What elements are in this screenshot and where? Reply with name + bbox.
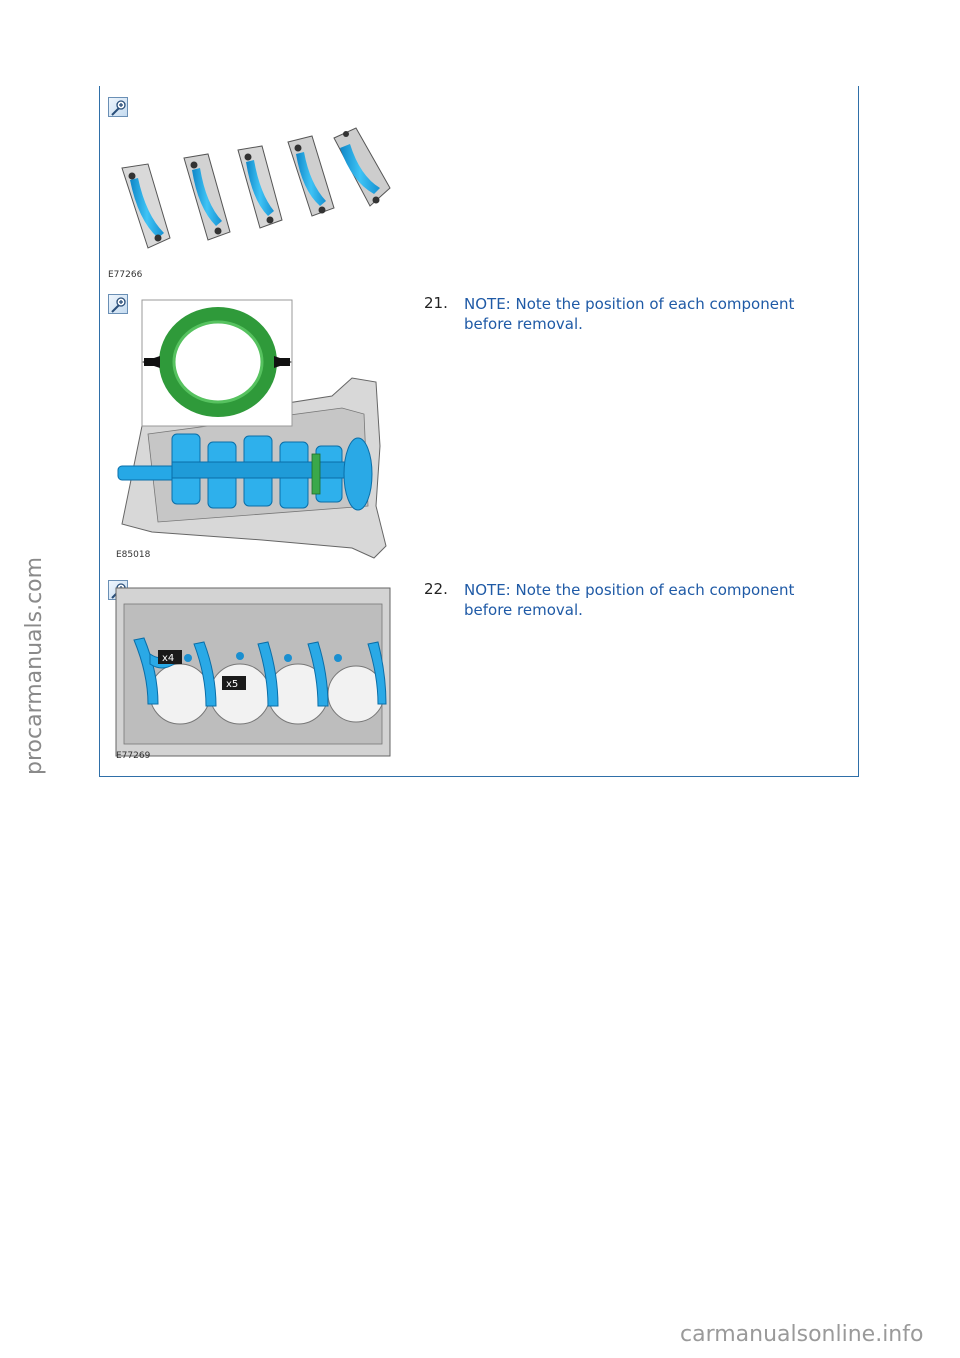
step-number-22: 22.	[424, 580, 448, 598]
bearing-cap-1	[121, 163, 171, 249]
figure-id-1: E77266	[108, 270, 143, 280]
callout-x4: x4	[162, 653, 174, 664]
zoom-in-icon[interactable]	[108, 97, 128, 117]
figure-id-3: E77269	[116, 751, 151, 761]
crankshaft-illustration	[117, 299, 387, 559]
bearing-cap-5	[333, 127, 391, 207]
block-bearings-illustration: x4 x5	[115, 587, 391, 757]
figure-id-2: E85018	[116, 550, 151, 560]
bearing-cap-2	[183, 153, 231, 241]
bearing-cap-4	[287, 135, 335, 217]
zoom-in-icon[interactable]	[108, 294, 128, 314]
bearing-cap-3	[237, 145, 283, 229]
bearing-shells-illustration	[121, 127, 391, 249]
bottom-watermark: carmanualsonline.info	[680, 1322, 924, 1347]
step-note-21: NOTE: Note the position of each componen…	[464, 295, 795, 333]
side-watermark: procarmanuals.com	[22, 556, 47, 775]
callout-x5: x5	[226, 679, 238, 690]
procedure-frame	[99, 86, 859, 777]
step-number-21: 21.	[424, 294, 448, 312]
step-note-22: NOTE: Note the position of each componen…	[464, 581, 795, 619]
